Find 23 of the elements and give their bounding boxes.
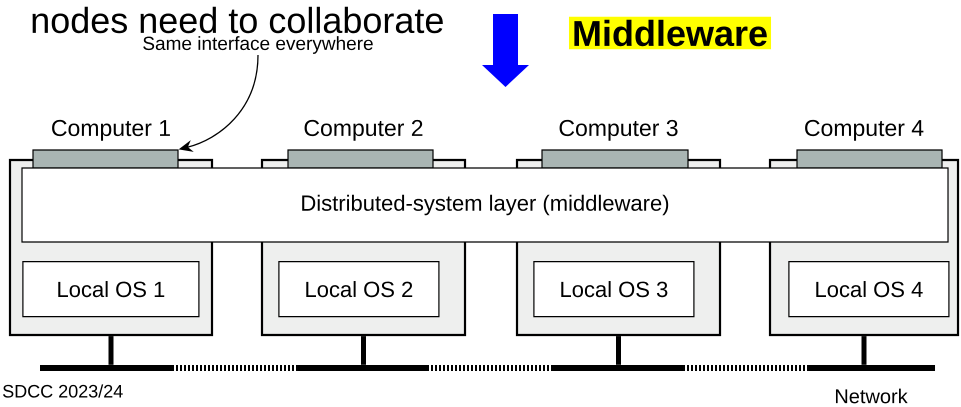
- interface-tab: [541, 149, 689, 169]
- network-bus: [40, 365, 935, 371]
- interface-tab: [796, 149, 943, 169]
- layer-box: Distributed-system layer (middleware): [21, 167, 949, 243]
- connector: [108, 336, 114, 365]
- node-label: Computer 1: [52, 120, 170, 141]
- interface-tab: [32, 149, 179, 169]
- interface-tab: [287, 149, 434, 169]
- connector: [616, 336, 621, 365]
- callout-text: Same interface everywhere: [143, 36, 373, 54]
- os-box: Local OS 1: [22, 261, 200, 318]
- network-label: Network: [836, 388, 908, 404]
- connector: [862, 336, 866, 365]
- node-label: Computer 3: [560, 120, 678, 141]
- footer-text: SDCC 2023/24: [3, 384, 123, 398]
- node-label: Computer 2: [304, 120, 422, 141]
- connector: [361, 336, 366, 365]
- os-box: Local OS 3: [533, 261, 694, 318]
- os-box: Local OS 4: [788, 261, 950, 318]
- heading-text: nodes need to collaborate: [32, 6, 443, 34]
- highlighted-title: Middleware: [568, 16, 772, 50]
- os-box: Local OS 2: [278, 261, 440, 318]
- node-label: Computer 4: [805, 120, 924, 141]
